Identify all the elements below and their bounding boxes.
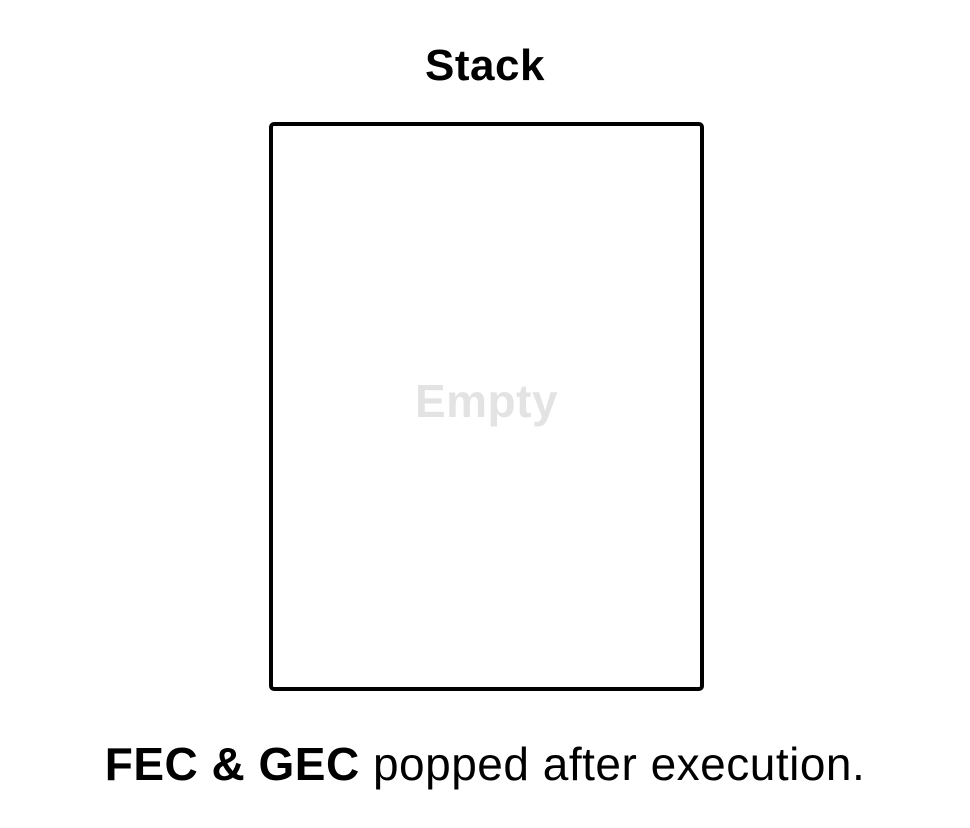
stack-container: Empty: [269, 122, 704, 691]
empty-stack-label: Empty: [414, 375, 559, 427]
caption: FEC & GEC popped after execution.: [0, 734, 970, 794]
caption-bold-text: FEC & GEC: [104, 738, 360, 790]
caption-rest-text: popped after execution.: [359, 738, 866, 790]
stack-title: Stack: [425, 41, 545, 90]
